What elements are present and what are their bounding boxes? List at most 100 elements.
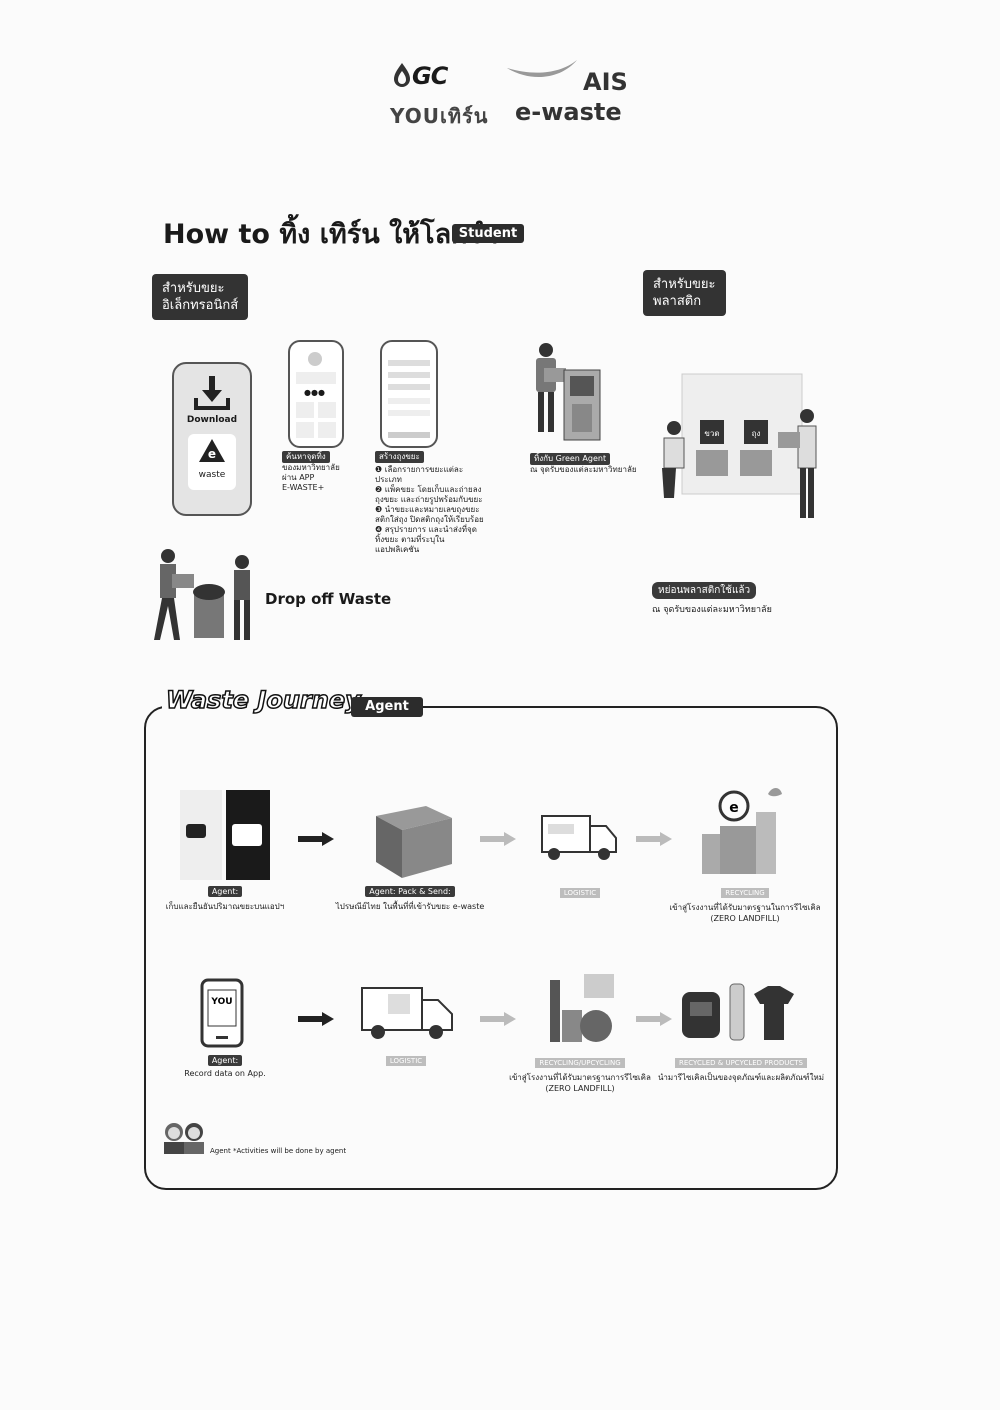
row1-step3-chip: LOGISTIC: [559, 888, 601, 898]
row2-step1-caption: Agent: Record data on App.: [170, 1055, 280, 1078]
step3-text: ทิ้งกับ Green Agent ณ จุดรับของแต่ละมหาว…: [530, 453, 640, 475]
step3-desc: ณ จุดรับของแต่ละมหาวิทยาลัย: [530, 465, 637, 474]
bin-label-2: ถุง: [752, 429, 761, 438]
electronic-label-line1: สำหรับขยะ: [162, 281, 225, 296]
row2-step3-chip: RECYCLING/UPCYCLING: [535, 1058, 625, 1068]
ais-logo-text: AIS: [583, 68, 628, 96]
plastic-step-desc: ณ จุดรับของแต่ละมหาวิทยาลัย: [652, 605, 772, 615]
row2-step4-desc: นำมารีไซเคิลเป็นของจุดภัณฑ์และผลิตภัณฑ์ใ…: [657, 1073, 825, 1082]
recycling-factory-icon: e: [702, 788, 782, 874]
arrow-right-icon: [298, 832, 334, 846]
drop-off-illustration: [154, 549, 250, 640]
recycled-products-icon: [682, 983, 794, 1041]
dots-icon: ●●●: [304, 388, 325, 397]
drop-off-label: Drop off Waste: [265, 590, 392, 608]
step1-text: ค้นหาจุดทิ้ง ของมหาวิทยาลัย ผ่าน APP E-W…: [282, 451, 352, 493]
svg-text:e: e: [729, 800, 739, 816]
row1-step2-caption: Agent: Pack & Send: ไปรษณีย์ไทย ในพื้นที…: [330, 886, 490, 913]
page-title: How to ทิ้ง เทิร์น ให้โลกจำ: [163, 219, 499, 250]
step1-desc-3: E-WASTE+: [282, 483, 325, 492]
svg-text:e: e: [208, 447, 216, 461]
plastic-station-illustration: ขวด ถุง: [662, 373, 817, 518]
device-image: [186, 824, 206, 838]
you-turn-logo: YOUเทิร์น: [390, 104, 489, 128]
row2-step1-chip: Agent:: [207, 1055, 243, 1066]
arrow-right-icon: [480, 832, 516, 846]
agent-app-screens: [180, 790, 270, 880]
step2-item-4: ❹ สรุปรายการ และนำส่งที่จุดทิ้งขยะ ตามที…: [375, 525, 477, 554]
plastic-label-line1: สำหรับขยะ: [653, 277, 716, 292]
avatar: [308, 352, 322, 366]
search-screen-phone: ●●●: [288, 340, 344, 448]
download-label: Download: [186, 415, 238, 425]
tile-2: [318, 402, 336, 418]
row-1: [388, 360, 430, 366]
package-box-icon: [376, 806, 452, 878]
row1-step3-caption: LOGISTIC: [540, 888, 620, 898]
gc-logo: GC YOUเทิร์น: [390, 60, 500, 130]
svg-text:YOU: YOU: [210, 997, 232, 1007]
row-5: [388, 410, 430, 416]
map-strip: [296, 372, 336, 384]
plastic-step-title: หย่อนพลาสติกใช้แล้ว: [652, 582, 757, 599]
swoosh-icon: [507, 60, 577, 78]
plastic-label-line2: พลาสติก: [653, 294, 702, 309]
step1-title: ค้นหาจุดทิ้ง: [282, 451, 330, 463]
row-3: [388, 384, 430, 390]
app-name: waste: [198, 470, 226, 480]
arrow-right-icon: [636, 832, 672, 846]
step2-item-1: ❶ เลือกรายการขยะแต่ละประเภท: [375, 465, 464, 484]
flame-icon: [394, 63, 410, 87]
phone-record-icon: YOU: [200, 978, 244, 1048]
step2-item-3: ❸ นำขยะและหมายเลขถุงขยะสติกใส่ถุง ปิดสติ…: [375, 505, 484, 524]
download-phone: Download e waste: [172, 362, 252, 516]
ewaste-app-icon: e: [199, 439, 225, 462]
row2-step3-desc: เข้าสู่โรงงานที่ได้รับมาตรฐานการรีไซเคิล: [509, 1073, 651, 1082]
ewaste-app-tile: e waste: [188, 434, 236, 490]
waste-journey-box: [144, 706, 838, 1190]
row2-step4-chip: RECYCLED & UPCYCLED PRODUCTS: [675, 1058, 807, 1068]
card: [232, 824, 262, 846]
arrow-right-icon: [636, 1012, 672, 1026]
row1-step2-desc: ไปรษณีย์ไทย ในพื้นที่ที่เข้ารับขยะ e-was…: [335, 902, 485, 911]
step2-text: สร้างถุงขยะ ❶ เลือกรายการขยะแต่ละประเภท …: [375, 451, 485, 555]
tile-1: [296, 402, 314, 418]
electronic-waste-label: สำหรับขยะ อิเล็กทรอนิกส์: [152, 274, 249, 320]
row-4: [388, 398, 430, 404]
row1-step1-chip: Agent:: [207, 886, 243, 897]
ewaste-logo-text: e-waste: [515, 98, 622, 126]
row2-step2-caption: LOGISTIC: [366, 1056, 446, 1066]
row1-step4-desc: เข้าสู่โรงงานที่ได้รับมาตรฐานในการรีไซเค…: [669, 903, 821, 912]
bin-label-1: ขวด: [704, 429, 719, 438]
row2-step4-caption: RECYCLED & UPCYCLED PRODUCTS นำมารีไซเคิ…: [656, 1058, 826, 1084]
student-tag: Student: [452, 224, 524, 243]
row1-step1-caption: Agent: เก็บและยืนยันปริมาณขยะบนแอปฯ: [160, 886, 290, 913]
row1-step4-desc2: (ZERO LANDFILL): [710, 914, 780, 923]
arrow-right-icon: [298, 1012, 334, 1026]
ais-logo: AIS e-waste: [505, 58, 628, 133]
agents-avatar-icon: [164, 1123, 204, 1154]
delivery-truck-icon: [541, 815, 617, 860]
row1-step1-desc: เก็บและยืนยันปริมาณขยะบนแอปฯ: [165, 902, 285, 911]
row1-step2-chip: Agent: Pack & Send:: [365, 886, 455, 897]
step2-title: สร้างถุงขยะ: [375, 451, 424, 463]
agent-tag: Agent: [351, 697, 423, 717]
agent-footnote: Agent *Activities will be done by agent: [210, 1147, 347, 1155]
row2-step1-desc: Record data on App.: [184, 1069, 266, 1078]
arrow-right-icon: [480, 1012, 516, 1026]
row1-step4-chip: RECYCLING: [721, 888, 769, 898]
upcycling-plant-icon: [550, 974, 614, 1042]
step1-desc-1: ของมหาวิทยาลัย: [282, 463, 340, 472]
tile-4: [318, 422, 336, 438]
row2-step3-desc2: (ZERO LANDFILL): [545, 1084, 615, 1093]
row2-step3-caption: RECYCLING/UPCYCLING เข้าสู่โรงงานที่ได้ร…: [500, 1058, 660, 1093]
logistics-van-icon: [361, 987, 453, 1039]
gc-logo-text: GC: [412, 62, 448, 90]
row2-step2-chip: LOGISTIC: [385, 1056, 427, 1066]
tile-3: [296, 422, 314, 438]
download-icon: [194, 376, 230, 410]
green-agent-illustration: [536, 343, 601, 441]
waste-journey-title: Waste Journey: [162, 685, 365, 715]
create-bag-phone: [380, 340, 438, 448]
step1-desc-2: ผ่าน APP: [282, 473, 315, 482]
